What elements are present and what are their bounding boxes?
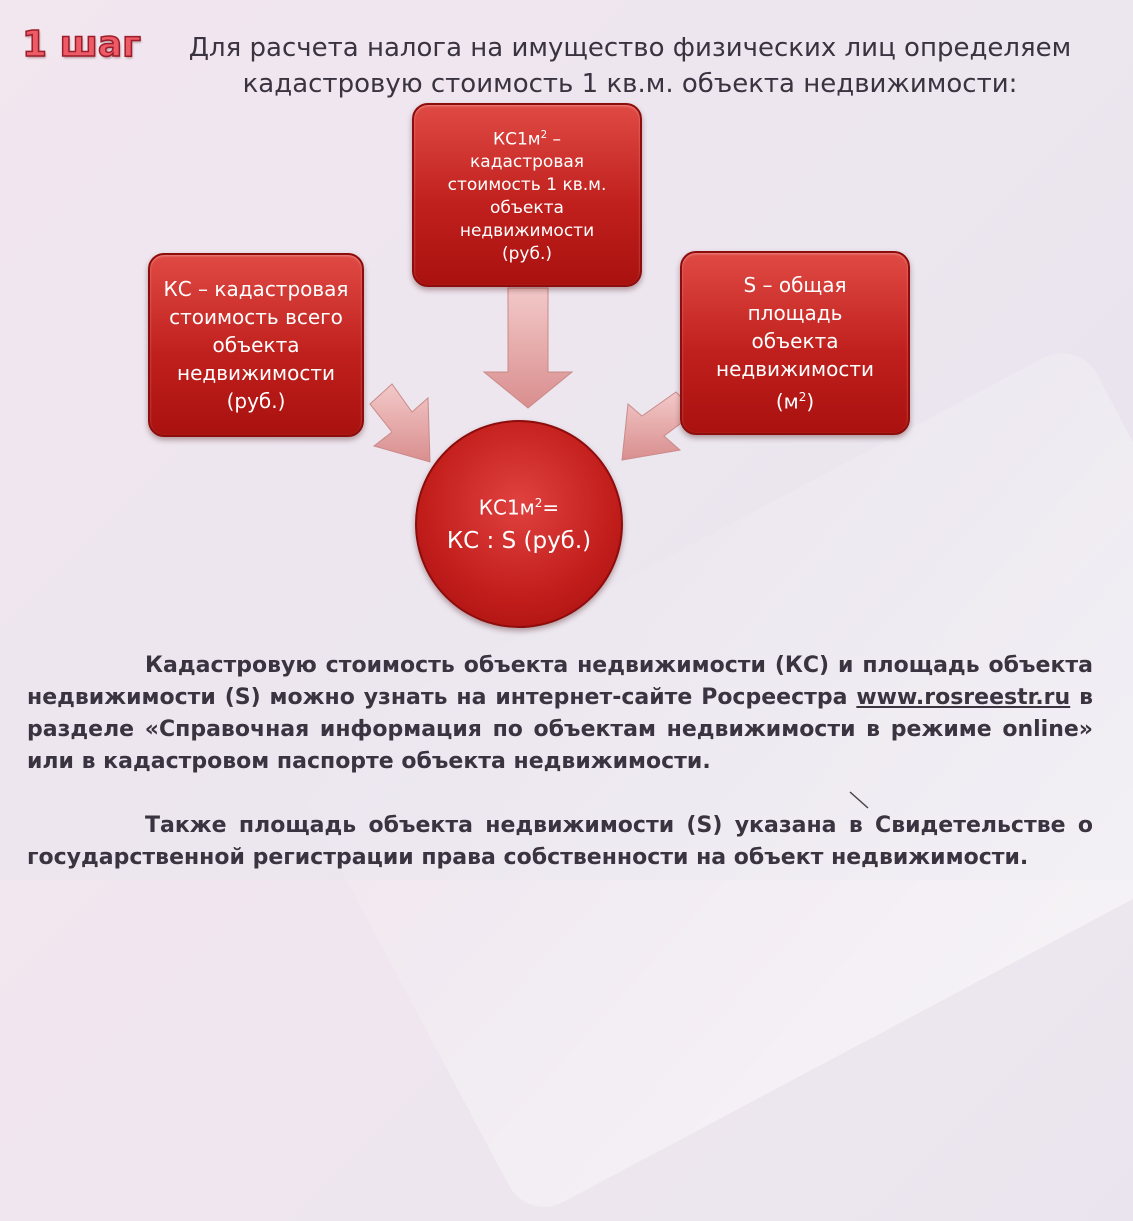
paragraph-2-text: Также площадь объекта недвижимости (S) у…: [27, 813, 1093, 870]
right-box-line-4: недвижимости: [716, 356, 874, 381]
step-label: 1 шаг: [21, 23, 141, 66]
paragraph-1-text-b: в разделе «Справочная информация по объе…: [27, 685, 1093, 774]
center-box-line-3: стоимость 1 кв.м.: [447, 175, 607, 196]
left-box-line-3: объекта: [212, 333, 300, 357]
rosreestr-link[interactable]: www.rosreestr.ru: [856, 685, 1071, 710]
left-box-line-1: КС – кадастровая: [163, 277, 349, 301]
right-box-line-3: объекта: [751, 328, 839, 353]
formula-line-1: КС1м2=: [478, 495, 560, 520]
formula-circle: КС1м2= КС : S (руб.): [415, 420, 623, 628]
arrow-down: [482, 287, 574, 409]
box-cadastral-value-per-sqm: КС1м2 – кадастровая стоимость 1 кв.м. об…: [412, 103, 642, 287]
center-box-line-1: КС1м2 –: [493, 129, 561, 150]
info-paragraph-2: Также площадь объекта недвижимости (S) у…: [27, 810, 1093, 874]
right-box-line-1: S – общая: [743, 272, 847, 297]
page-title: Для расчета налога на имущество физическ…: [175, 30, 1085, 102]
arrow-left-diagonal: [369, 383, 431, 463]
right-box-line-2: площадь: [747, 300, 843, 325]
left-box-line-4: недвижимости: [177, 361, 335, 385]
center-box-line-2: кадастровая: [470, 152, 584, 173]
box-cadastral-value-total: КС – кадастровая стоимость всего объекта…: [148, 253, 364, 437]
paragraph-1-text-a: Кадастровую стоимость объекта недвижимос…: [27, 653, 1093, 710]
diagram-arrows: [369, 287, 869, 809]
heading-line-1: Для расчета налога на имущество физическ…: [188, 33, 1072, 63]
center-box-line-6: (руб.): [501, 244, 552, 265]
center-box-line-5: недвижимости: [459, 221, 595, 242]
left-box-line-5: (руб.): [226, 389, 286, 413]
box-total-area: S – общая площадь объекта недвижимости (…: [680, 251, 910, 435]
center-box-line-4: объекта: [490, 198, 564, 219]
right-box-line-5: (м2): [775, 389, 815, 414]
heading-line-2: кадастровую стоимость 1 кв.м. объекта не…: [242, 69, 1018, 99]
pointer-mark: [849, 791, 869, 809]
info-paragraph-1: Кадастровую стоимость объекта недвижимос…: [27, 650, 1093, 778]
left-box-line-2: стоимость всего: [169, 305, 343, 329]
formula-line-2: КС : S (руб.): [446, 528, 592, 555]
